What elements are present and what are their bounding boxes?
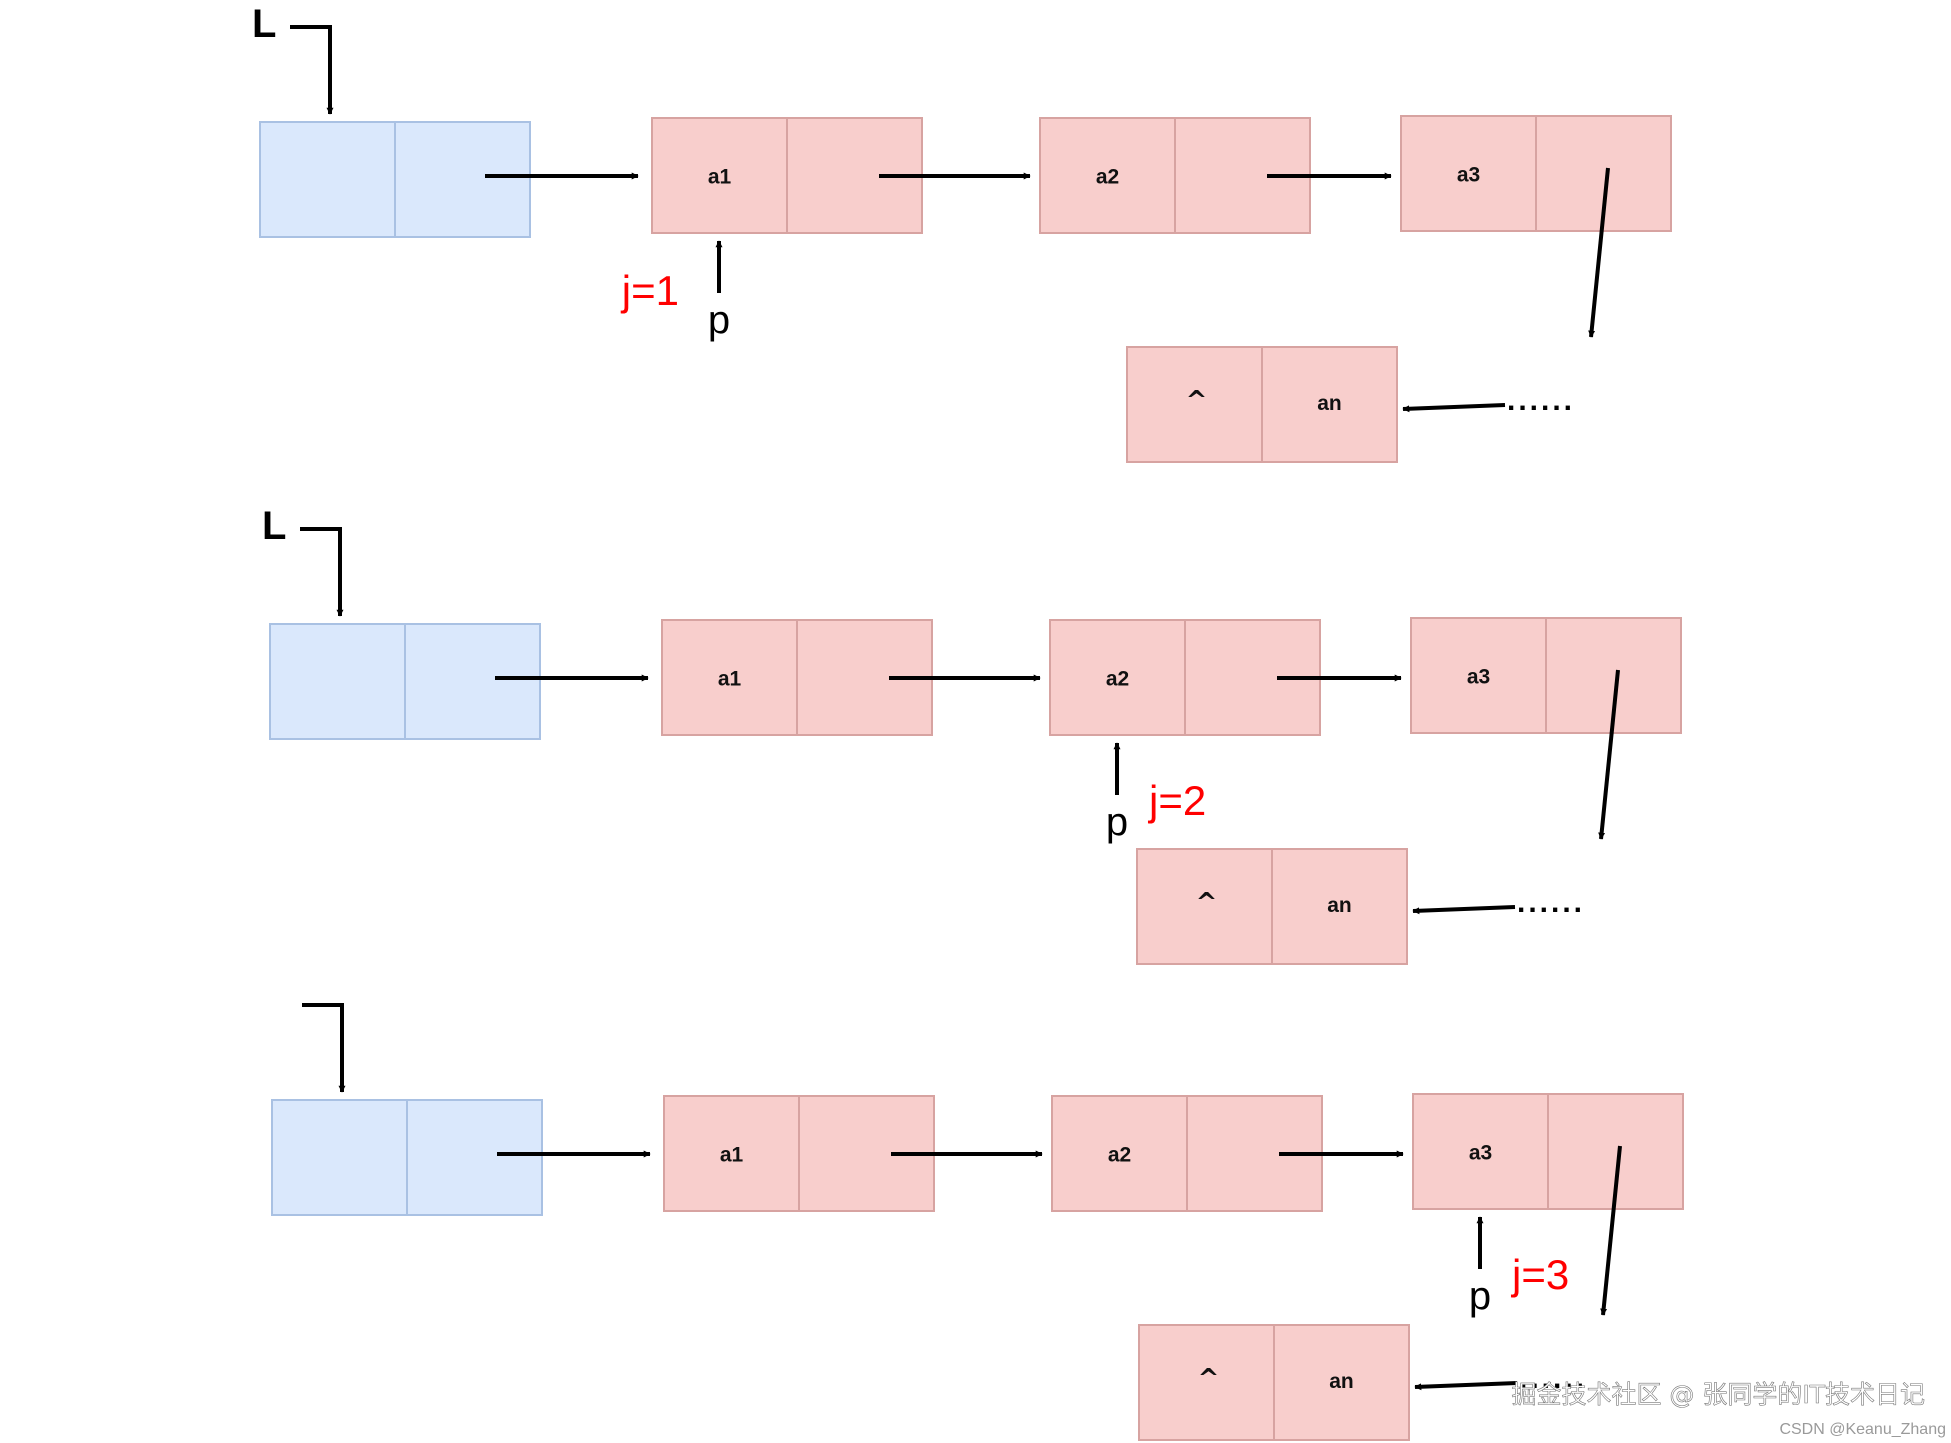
- tail-node-data-cell: [1261, 346, 1398, 463]
- null-symbol: ^: [1196, 888, 1218, 918]
- node-label: a2: [1106, 668, 1129, 691]
- null-symbol: ^: [1198, 1364, 1220, 1394]
- down-arrow: [1600, 1145, 1622, 1316]
- panel-2: La1 a2 a3 ^ an...... p j=2: [262, 504, 1682, 965]
- head-node-next-cell: [404, 623, 541, 740]
- node-label: a3: [1457, 164, 1480, 187]
- node-label: a1: [718, 668, 742, 691]
- pointer-p-label: p: [708, 298, 730, 342]
- head-node-data-cell: [269, 623, 406, 740]
- node-label: a3: [1469, 1142, 1492, 1165]
- down-arrow: [1588, 167, 1610, 338]
- node-label: an: [1329, 1370, 1354, 1393]
- watermark: 掘金技术社区 @ 张同学的IT技术日记 CSDN @Keanu_Zhang: [1511, 1380, 1946, 1438]
- head-pointer-arrow: [302, 1003, 346, 1093]
- ellipsis-dots: ......: [1507, 384, 1575, 417]
- counter-j-label: j=3: [1510, 1251, 1569, 1298]
- node-label: an: [1327, 894, 1352, 917]
- node-label: a1: [708, 166, 732, 189]
- counter-j-label: j=2: [1147, 777, 1206, 824]
- node-a3-data-cell: [1412, 1093, 1549, 1210]
- watermark-sub-text: CSDN @Keanu_Zhang: [1779, 1421, 1946, 1438]
- head-node-next-cell: [394, 121, 531, 238]
- node-label: a2: [1108, 1144, 1131, 1167]
- link-arrow: [1412, 905, 1516, 915]
- tail-node-null-cell: [1138, 1324, 1275, 1441]
- node-a3-data-cell: [1410, 617, 1547, 734]
- link-arrow: [1414, 1381, 1518, 1391]
- counter-j-label: j=1: [620, 267, 679, 314]
- node-label: a3: [1467, 666, 1490, 689]
- head-pointer-arrow: [300, 527, 344, 617]
- panel-3: a1 a2 a3 ^ an...... p j=3: [271, 1003, 1684, 1441]
- head-node-data-cell: [271, 1099, 408, 1216]
- link-arrow: [1402, 403, 1506, 413]
- watermark-main-text: 掘金技术社区 @ 张同学的IT技术日记: [1511, 1380, 1925, 1409]
- tail-node-data-cell: [1273, 1324, 1410, 1441]
- node-a1-data-cell: [651, 117, 788, 234]
- node-label: an: [1317, 392, 1342, 415]
- node-a2-data-cell: [1049, 619, 1186, 736]
- node-a3-data-cell: [1400, 115, 1537, 232]
- pointer-p-label: p: [1106, 800, 1128, 844]
- head-pointer-label: L: [252, 2, 276, 46]
- tail-node-data-cell: [1271, 848, 1408, 965]
- head-pointer-label: L: [262, 504, 286, 548]
- ellipsis-dots: ......: [1517, 886, 1585, 919]
- node-label: a2: [1096, 166, 1119, 189]
- down-arrow: [1598, 669, 1620, 840]
- ellipsis-dots: ......: [1519, 1362, 1587, 1395]
- node-a1-data-cell: [661, 619, 798, 736]
- null-symbol: ^: [1186, 386, 1208, 416]
- head-pointer-arrow: [290, 25, 334, 115]
- node-label: a1: [720, 1144, 744, 1167]
- node-a1-data-cell: [663, 1095, 800, 1212]
- panel-1: La1 a2 a3 ^ an...... p j=1: [252, 2, 1672, 463]
- tail-node-null-cell: [1136, 848, 1273, 965]
- head-node-data-cell: [259, 121, 396, 238]
- node-a2-data-cell: [1039, 117, 1176, 234]
- node-a2-data-cell: [1051, 1095, 1188, 1212]
- head-node-next-cell: [406, 1099, 543, 1216]
- pointer-p-label: p: [1469, 1274, 1491, 1318]
